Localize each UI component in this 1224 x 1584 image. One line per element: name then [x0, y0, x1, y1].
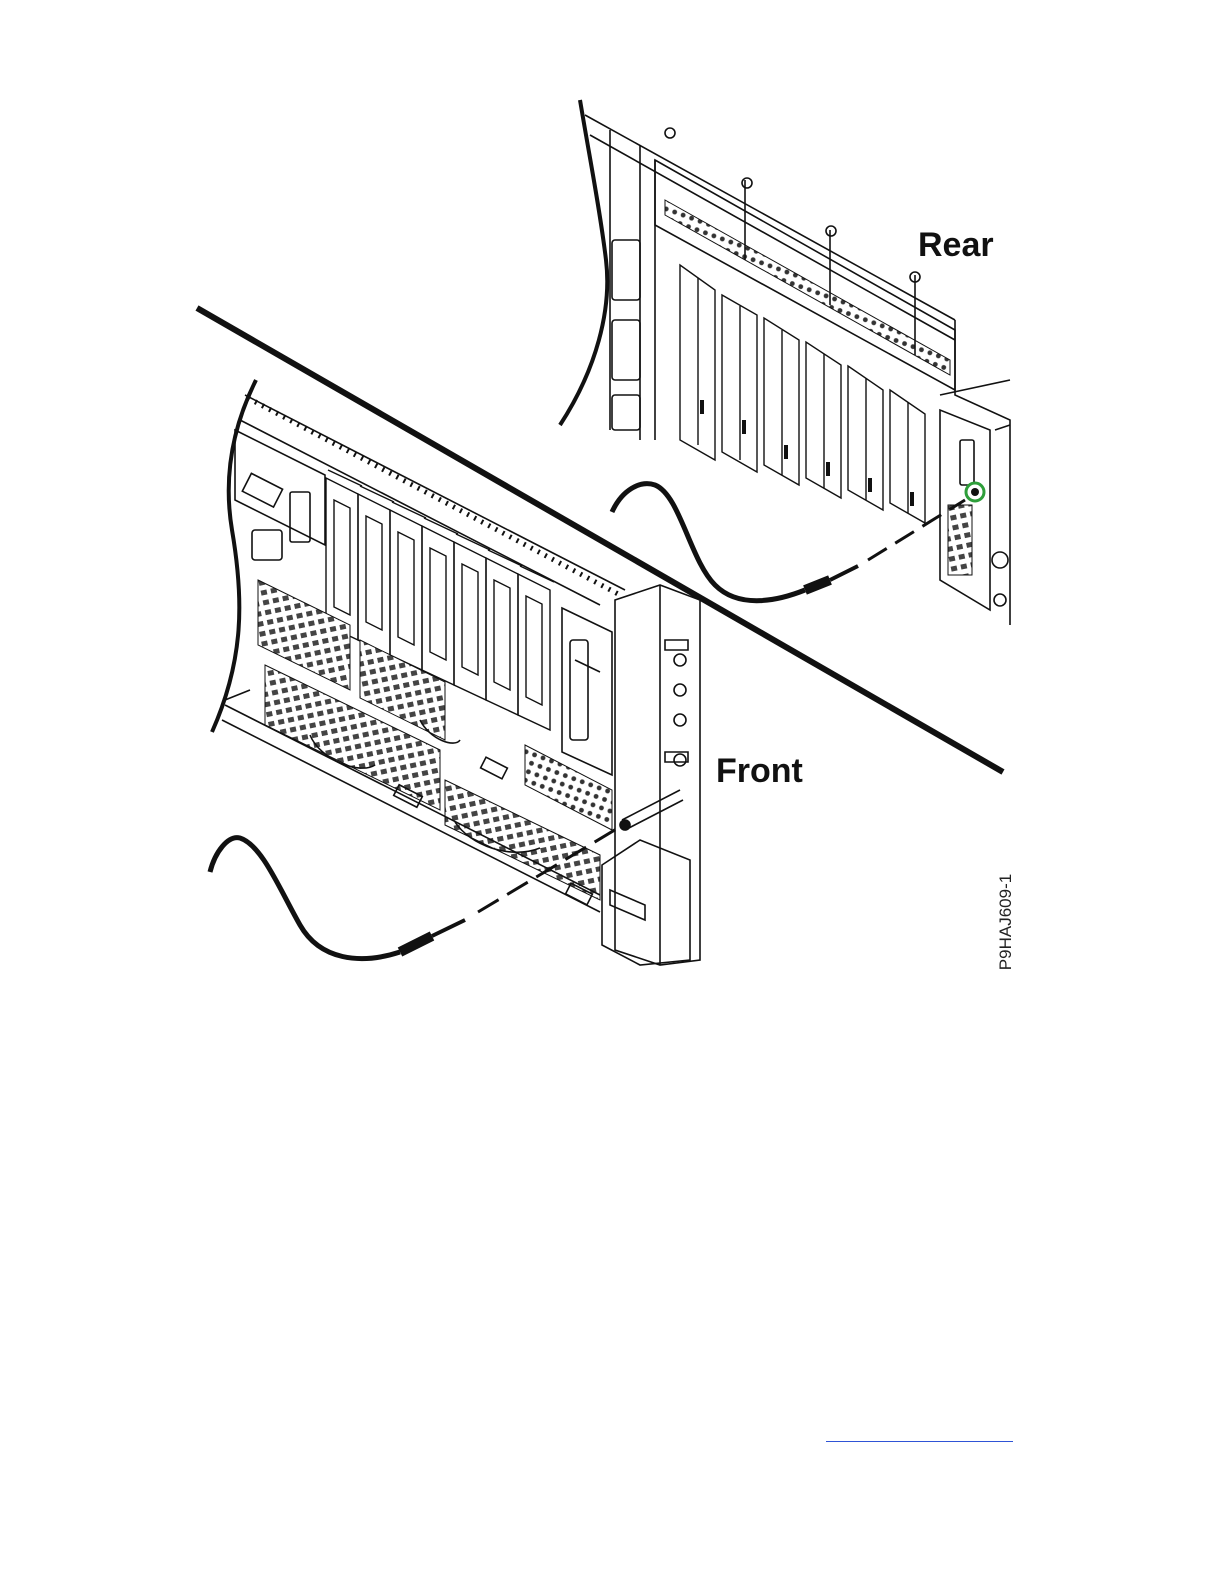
footer-link-underline[interactable]	[826, 1441, 1013, 1442]
server-front-illustration	[212, 380, 700, 965]
server-rear-illustration	[560, 100, 1010, 625]
rear-view-label: Rear	[918, 226, 994, 265]
front-view-label: Front	[716, 752, 803, 791]
figure-id-label: P9HAJ609-1	[996, 874, 1016, 970]
